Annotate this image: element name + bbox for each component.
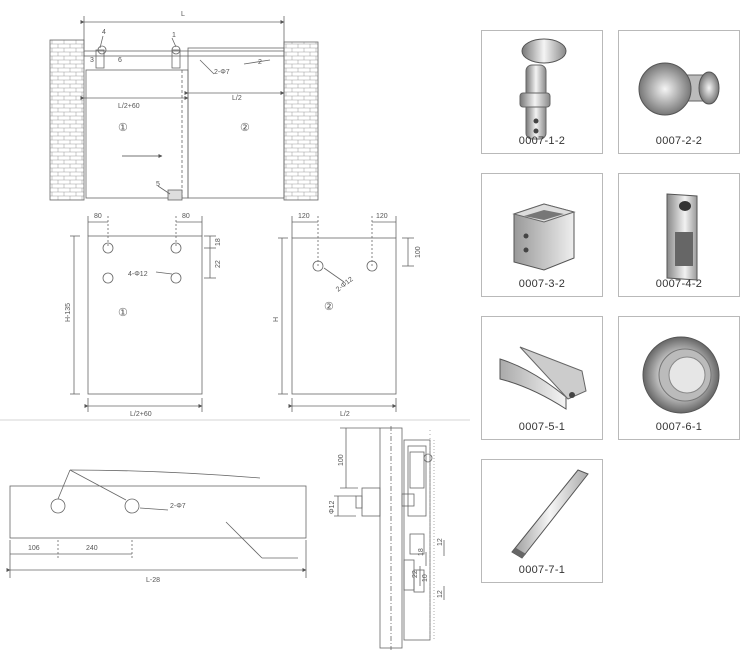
product-code-5: 0007-5-1 [518,421,566,433]
dim-left-width: L/2+60 [118,103,140,110]
left-wall [49,39,85,201]
product-card-7: 0007-7-1 [481,459,603,583]
sec-dim-12: 12 [437,538,444,546]
p1-number: ① [118,307,128,319]
rail-dim-total: L-28 [146,577,160,584]
p1-dim-v2: 22 [215,260,222,268]
p1-dim-top-right: 80 [182,213,190,220]
panel-1-outline [85,69,189,199]
callout-1: 1 [172,32,176,39]
technical-drawing: L L/2+60 L/2 2-Φ7 ① ② 1 2 3 4 5 6 [0,11,470,650]
u-channel-stopper-icon [666,193,698,281]
panel-right-number: ② [240,122,250,134]
p2-hole-label: 2-Φ12 [335,276,355,294]
p1-dim-top-left: 80 [94,213,102,220]
round-handle-icon [642,336,720,414]
product-card-2: 0007-2-2 [618,30,740,154]
product-card-3: 0007-3-2 [481,173,603,297]
hole-label-top: 2-Φ7 [214,69,230,76]
product-code-3: 0007-3-2 [518,278,566,290]
sec-dim-12b: 12 [437,590,444,598]
product-code-4: 0007-4-2 [655,278,703,290]
callout-6: 6 [118,57,122,64]
sec-dim-18: 18 [418,548,425,556]
panel-left-number: ① [118,122,128,134]
callout-2: 2 [258,59,262,66]
rail-drawing [6,469,307,578]
callout-5: 5 [156,181,160,188]
p1-dim-height: H-135 [65,303,72,322]
rectangular-tube-icon [511,469,589,559]
sec-dim-22: 22 [412,570,419,578]
dim-total-L: L [181,11,185,18]
right-wall [283,41,319,201]
rail-hole-label: 2-Φ7 [170,503,186,510]
top-view-labels: L L/2+60 L/2 2-Φ7 ① ② 1 2 3 4 5 6 [90,11,262,188]
dim-right-width: L/2 [232,95,242,102]
p1-dim-width: L/2+60 [130,411,152,418]
p2-dim-top-left: 120 [298,213,310,220]
callout-4: 4 [102,29,106,36]
sec-dim-phi12: Φ12 [329,501,336,514]
product-card-4: 0007-4-2 [618,173,740,297]
p1-dim-v1: 18 [215,238,222,246]
p2-dim-height: H [273,317,280,322]
glass-clamp-knob-icon [638,62,720,116]
floor-guide-icon [499,346,587,410]
panel-1-drawing [70,216,216,412]
product-code-1: 0007-1-2 [518,135,566,147]
sec-dim-10: 10 [422,574,429,582]
product-code-7: 0007-7-1 [518,564,566,576]
rail-dim-a: 106 [28,545,40,552]
product-card-1: 0007-1-2 [481,30,603,154]
product-card-6: 0007-6-1 [618,316,740,440]
p2-dim-v1: 100 [415,246,422,258]
section-drawing [334,426,445,650]
top-view [49,16,319,201]
product-card-5: 0007-5-1 [481,316,603,440]
p1-hole-label: 4-Φ12 [128,271,148,278]
panel-2-outline [187,47,285,199]
product-code-2: 0007-2-2 [655,135,703,147]
p2-dim-top-right: 120 [376,213,388,220]
sec-dim-100: 100 [338,454,345,466]
p2-dim-width: L/2 [340,411,350,418]
p2-number: ② [324,301,334,313]
hanging-roller-icon [519,38,567,140]
product-code-6: 0007-6-1 [655,421,703,433]
rectangular-connector-icon [512,203,576,271]
panel-2-drawing [278,216,414,412]
callout-3: 3 [90,57,94,64]
rail-dim-b: 240 [86,545,98,552]
